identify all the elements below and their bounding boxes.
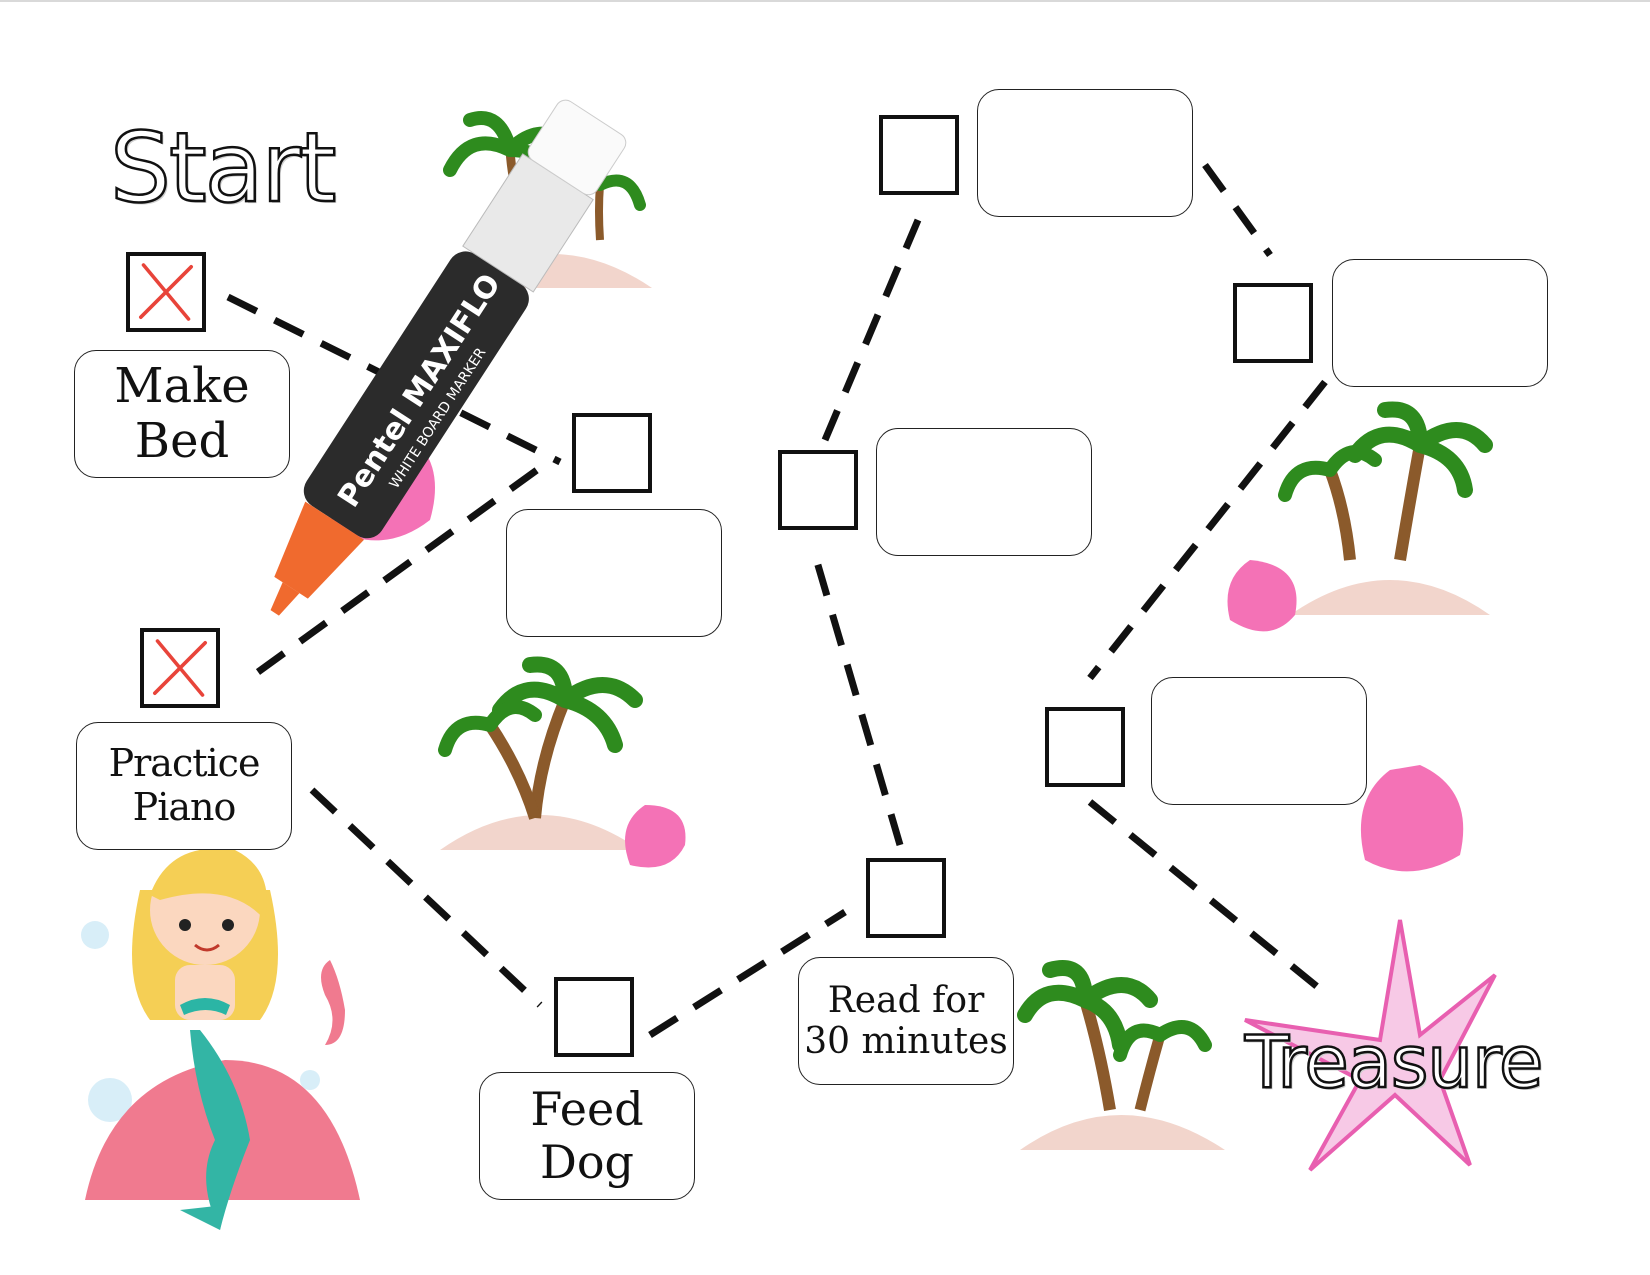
task-label-blank[interactable] <box>1151 677 1367 805</box>
task-checkbox-8[interactable] <box>1233 283 1313 363</box>
task-label-blank[interactable] <box>1332 259 1548 387</box>
starfish-icon <box>1244 919 1497 1172</box>
svg-text:Pentel MAXIFLO: Pentel MAXIFLO <box>331 268 508 514</box>
task-label-blank[interactable] <box>977 89 1193 217</box>
palm-island-icon <box>1017 960 1225 1150</box>
shell-icon <box>1360 765 1464 872</box>
x-check-icon <box>139 263 193 321</box>
task-label-practice-piano: Practice Piano <box>76 722 292 850</box>
task-checkbox-feed-dog[interactable] <box>554 977 634 1057</box>
treasure-title: Treasure <box>1244 1019 1545 1106</box>
task-label-make-bed: Make Bed <box>74 350 290 478</box>
task-checkbox-3[interactable] <box>572 413 652 493</box>
task-checkbox-9[interactable] <box>1045 707 1125 787</box>
start-title: Start <box>109 111 338 226</box>
task-label-blank[interactable] <box>506 509 722 637</box>
task-checkbox-read[interactable] <box>866 858 946 938</box>
task-checkbox-7[interactable] <box>879 115 959 195</box>
palm-island-icon <box>438 656 686 868</box>
task-label-feed-dog: Feed Dog <box>479 1072 695 1200</box>
top-rule <box>0 0 1650 2</box>
task-checkbox-make-bed[interactable] <box>126 252 206 332</box>
mermaid-illustration <box>81 848 360 1230</box>
palm-island-icon <box>1227 401 1493 632</box>
task-label-blank[interactable] <box>876 428 1092 556</box>
task-label-read-for-30-minutes: Read for 30 minutes <box>798 957 1014 1085</box>
task-checkbox-practice-piano[interactable] <box>140 628 220 708</box>
task-checkbox-6[interactable] <box>778 450 858 530</box>
x-check-icon <box>153 639 207 697</box>
